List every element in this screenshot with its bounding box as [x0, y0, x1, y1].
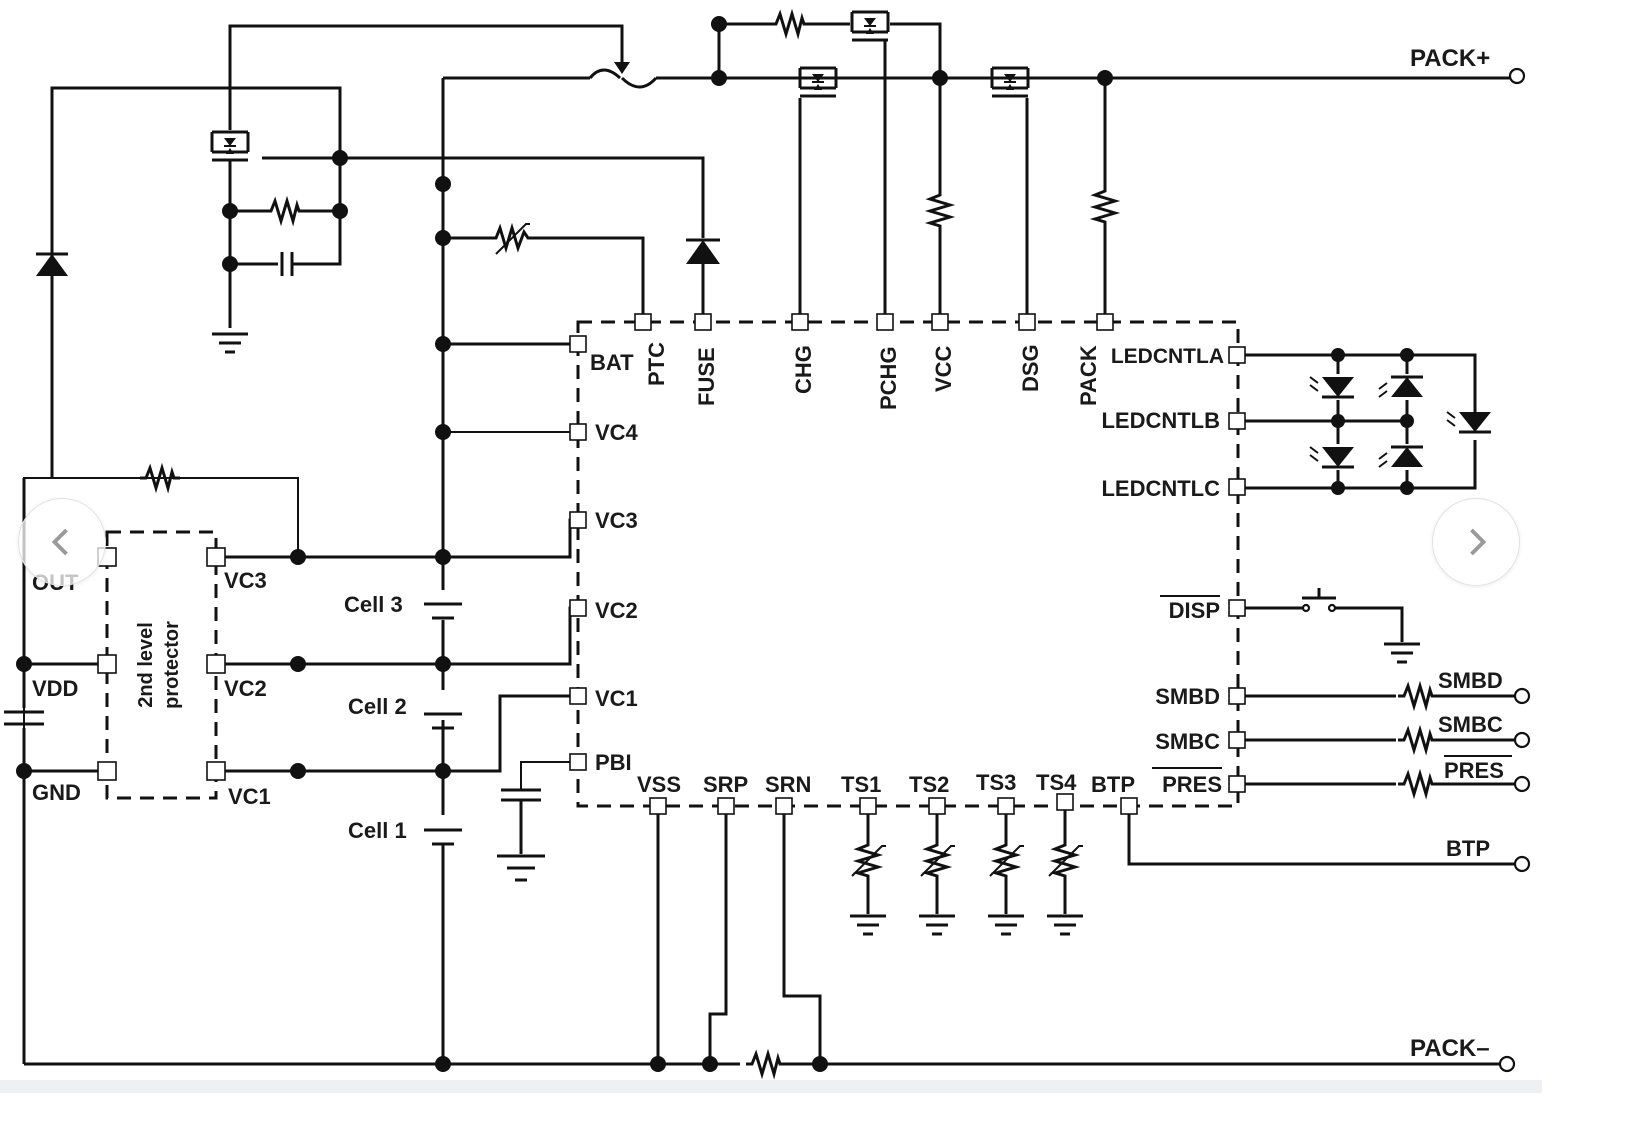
pin-vc2-label: VC2	[595, 598, 638, 623]
led-2	[1377, 375, 1425, 399]
pin-ledcntlc-label: LEDCNTLC	[1101, 476, 1220, 501]
charge-mosfet	[798, 66, 838, 98]
chevron-left-icon	[51, 528, 68, 556]
pin-smbd-label: SMBD	[1155, 684, 1220, 709]
pres-terminal[interactable]	[1513, 775, 1531, 793]
pin-vc1-label: VC1	[595, 686, 638, 711]
pin-srn-label: SRN	[765, 772, 811, 797]
pin-ts3-label: TS3	[976, 770, 1016, 795]
cell2-label: Cell 2	[348, 694, 407, 719]
pin-vcc-label: VCC	[931, 345, 956, 392]
pin-dsg-label: DSG	[1018, 344, 1043, 392]
display-switch[interactable]	[1245, 588, 1404, 642]
ptc-thermistor	[443, 222, 645, 322]
protector-title-line2: protector	[161, 621, 183, 709]
comm-lines	[1127, 684, 1516, 866]
pin-fuse-label: FUSE	[694, 347, 719, 406]
led-4	[1377, 445, 1425, 469]
btp-terminal[interactable]	[1513, 855, 1531, 873]
led-1	[1308, 375, 1356, 399]
battery-management-schematic: PACK+	[4, 10, 1531, 1076]
pin-ts2-label: TS2	[909, 772, 949, 797]
previous-image-button[interactable]	[18, 498, 106, 586]
pin-ts1-label: TS1	[841, 772, 881, 797]
next-image-button[interactable]	[1432, 498, 1520, 586]
led-matrix	[1245, 353, 1477, 490]
pin-pres-label: PRES	[1162, 772, 1222, 797]
pack-minus-label: PACK–	[1410, 1035, 1490, 1062]
protector-vdd-label: VDD	[32, 676, 78, 701]
pin-pack-label: PACK	[1076, 345, 1101, 406]
pack-plus-terminal[interactable]	[1508, 67, 1526, 85]
protector-vc2-label: VC2	[224, 676, 267, 701]
pin-smbc-label: SMBC	[1155, 729, 1220, 754]
pin-srp-label: SRP	[703, 772, 748, 797]
smbd-terminal[interactable]	[1513, 687, 1531, 705]
led-3	[1308, 445, 1356, 469]
fuse-blow-mosfet	[210, 130, 250, 162]
pin-pchg-label: PCHG	[876, 346, 901, 410]
protector-vc1-label: VC1	[228, 784, 271, 809]
pin-bat-label: BAT	[590, 350, 634, 375]
led-5	[1445, 410, 1493, 434]
pack-plus-label: PACK+	[1410, 45, 1490, 72]
pin-vc3-label: VC3	[595, 508, 638, 533]
btp-terminal-label: BTP	[1446, 836, 1490, 861]
pin-vc4-label: VC4	[595, 420, 639, 445]
smbd-terminal-label: SMBD	[1438, 668, 1503, 693]
pin-pbi-label: PBI	[595, 750, 632, 775]
discharge-mosfet	[990, 66, 1030, 98]
top-rail	[228, 12, 1517, 322]
out-diode	[36, 252, 68, 276]
protector-title-line1: 2nd level	[135, 622, 157, 708]
pin-btp-label: BTP	[1091, 772, 1135, 797]
protector-vc3-label: VC3	[224, 568, 267, 593]
pin-ts4-label: TS4	[1036, 770, 1077, 795]
temperature-sensors	[850, 810, 1085, 914]
pin-vss-label: VSS	[637, 772, 681, 797]
cell-taps	[298, 342, 578, 790]
ic-top-pins	[798, 78, 1117, 322]
cell3-label: Cell 3	[344, 592, 403, 617]
cell1-label: Cell 1	[348, 818, 407, 843]
protector-gnd-label: GND	[32, 780, 81, 805]
bottom-rail	[24, 814, 1500, 1076]
pin-ledcntlb-label: LEDCNTLB	[1101, 408, 1220, 433]
pin-ledcntla-label: LEDCNTLA	[1111, 345, 1224, 368]
battery-stack	[424, 78, 462, 1064]
pack-minus-terminal[interactable]	[1498, 1055, 1516, 1073]
pbi-capacitor	[497, 788, 545, 882]
pres-terminal-label: PRES	[1444, 758, 1504, 783]
gas-gauge-ic-box	[576, 320, 1240, 808]
pin-disp-label: DISP	[1169, 598, 1220, 623]
pin-chg-label: CHG	[791, 345, 816, 394]
fuse-diode	[686, 238, 720, 264]
viewer-bottom-strip	[0, 1080, 1542, 1093]
precharge-mosfet	[850, 10, 890, 42]
chevron-right-icon	[1470, 528, 1487, 556]
smbc-terminal[interactable]	[1513, 731, 1531, 749]
pin-ptc-label: PTC	[644, 342, 669, 386]
smbc-terminal-label: SMBC	[1438, 712, 1503, 737]
